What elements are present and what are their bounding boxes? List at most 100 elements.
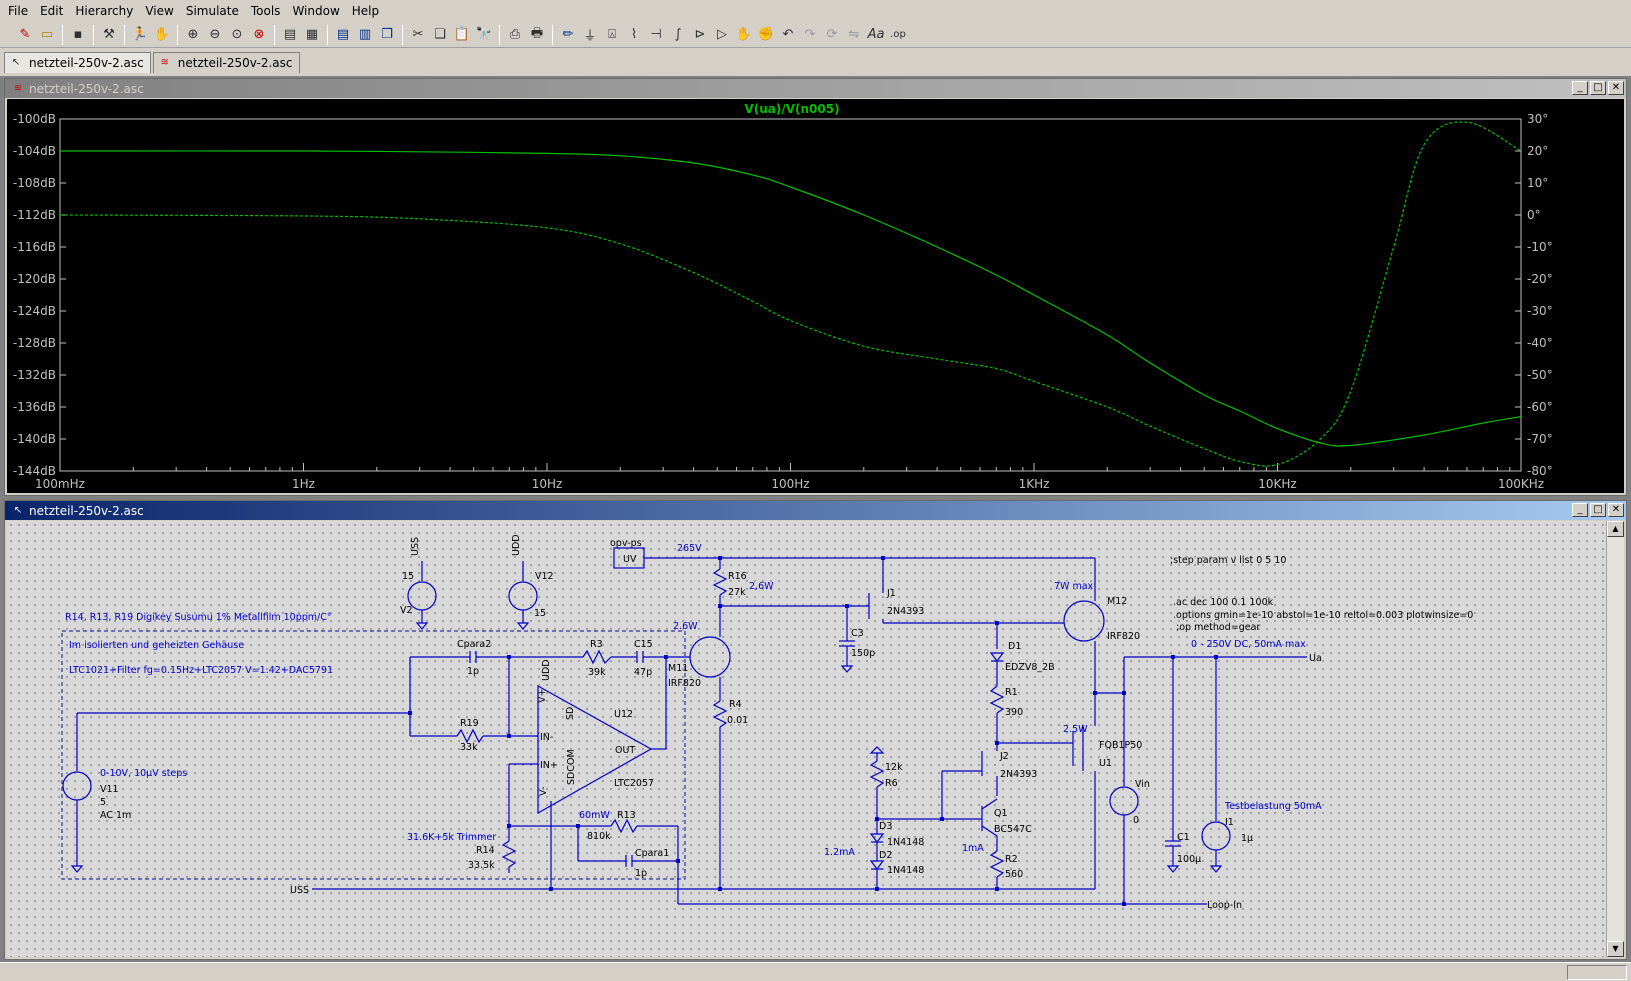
schematic-label[interactable]: opv-ps <box>610 538 642 549</box>
schematic-label[interactable]: U12 <box>614 709 633 720</box>
schematic-label[interactable]: 2.5W <box>1063 724 1088 735</box>
schematic-label[interactable]: R4 <box>729 699 742 710</box>
schematic-label[interactable]: FQB1P50 <box>1099 740 1142 751</box>
trace-label[interactable]: V(ua)/V(n005) <box>744 102 839 116</box>
autorange-icon[interactable]: ▤ <box>283 27 297 42</box>
inductor-icon[interactable]: ∫ <box>674 27 682 42</box>
ground-icon[interactable]: ⏚ <box>583 29 597 44</box>
schematic-label[interactable]: 2,6W <box>749 581 774 592</box>
schematic-label[interactable]: Q1 <box>994 808 1008 819</box>
schematic-label[interactable]: SDCOM <box>566 749 577 785</box>
schematic-label[interactable]: 12k <box>885 762 903 773</box>
menu-view[interactable]: View <box>145 4 174 18</box>
spice-directive-icon[interactable]: .op <box>890 29 906 40</box>
save-icon[interactable]: ▪ <box>73 27 83 42</box>
schematic-label[interactable]: 60mW <box>579 810 610 821</box>
menu-hierarchy[interactable]: Hierarchy <box>75 4 134 18</box>
schematic-label[interactable]: BC547C <box>994 824 1032 835</box>
print-icon[interactable]: 🖶 <box>530 25 544 41</box>
label-icon[interactable]: ⍓ <box>608 27 616 42</box>
wire-icon[interactable]: ✏ <box>562 27 574 42</box>
new-schematic-icon[interactable]: ✎ <box>19 27 31 42</box>
schematic-label[interactable]: C1 <box>1177 832 1190 843</box>
redo-icon[interactable]: ↷ <box>804 27 816 42</box>
schematic-label[interactable]: Ua <box>1309 653 1322 664</box>
diode-icon[interactable]: ⊳ <box>694 27 706 42</box>
schematic-label[interactable]: U1 <box>1099 758 1112 769</box>
schematic-label[interactable]: 33k <box>460 742 478 753</box>
copy-icon[interactable]: ❏ <box>434 27 446 42</box>
schematic-label[interactable]: V12 <box>535 571 554 582</box>
schematic-label[interactable]: 15 <box>402 571 414 582</box>
print-setup-icon[interactable]: ⎙ <box>509 27 521 42</box>
zoom-fit-icon[interactable]: ⊙ <box>231 27 243 42</box>
control-panel-icon[interactable]: ⚒ <box>103 27 115 42</box>
schematic-label[interactable]: R16 <box>728 571 747 582</box>
menu-file[interactable]: File <box>8 4 29 18</box>
resistor-icon[interactable]: ⌇ <box>630 27 638 42</box>
schematic-label[interactable]: R6 <box>885 778 898 789</box>
cascade-icon[interactable]: ❐ <box>381 27 393 42</box>
schematic-label[interactable]: USS <box>410 537 421 556</box>
minimize-button[interactable]: _ <box>1572 503 1588 517</box>
schematic-label[interactable]: D1 <box>1008 641 1021 652</box>
menu-window[interactable]: Window <box>292 4 340 18</box>
schematic-label[interactable]: Loop-In <box>1207 900 1242 911</box>
schematic-label[interactable]: R14 <box>476 845 495 856</box>
schematic-label[interactable]: 0 <box>1133 815 1139 826</box>
schematic-label[interactable]: 47p <box>634 667 652 678</box>
bode-plot[interactable]: V(ua)/V(n005) -100dB-104dB-108dB-112dB-1… <box>7 99 1626 495</box>
schematic-label[interactable]: 1N4148 <box>887 837 924 848</box>
trace-series-1[interactable] <box>59 121 1522 467</box>
close-button[interactable]: ✕ <box>1608 81 1624 95</box>
schematic-label[interactable]: J1 <box>886 588 896 599</box>
schematic-label[interactable]: IRF820 <box>1107 631 1140 642</box>
schematic-label[interactable]: V+ <box>537 689 548 703</box>
schematic-label[interactable]: LTC1021+Filter fg=0.15Hz+LTC2057 V=1.42+… <box>69 665 333 676</box>
menu-edit[interactable]: Edit <box>40 4 64 18</box>
paste-icon[interactable]: 📋 <box>453 27 471 42</box>
schematic-label[interactable]: Testbelastung 50mA <box>1224 801 1322 812</box>
schematic-label[interactable]: 2.6W <box>673 621 698 632</box>
schematic-label[interactable]: .options gmin=1e-10 abstol=1e-10 reltol=… <box>1173 610 1473 621</box>
find-icon[interactable]: 🔭 <box>475 27 493 42</box>
scroll-down-icon[interactable]: ▼ <box>1607 941 1624 957</box>
schematic-label[interactable]: I1 <box>1225 817 1234 828</box>
tab-waveform[interactable]: ≋ netzteil-250v-2.asc <box>152 52 300 73</box>
schematic-label[interactable]: 810k <box>587 831 611 842</box>
schematic-label[interactable]: 0-10V, 10µV steps <box>100 768 187 779</box>
close-button[interactable]: ✕ <box>1608 503 1624 517</box>
schematic-label[interactable]: R1 <box>1005 687 1018 698</box>
schematic-label[interactable]: 560 <box>1005 869 1023 880</box>
run-icon[interactable]: 🏃 <box>131 27 149 42</box>
schematic-label[interactable]: 2N4393 <box>1000 769 1037 780</box>
schematic-label[interactable]: LTC2057 <box>614 778 654 789</box>
capacitor-icon[interactable]: ⊣ <box>650 27 662 42</box>
schematic-label[interactable]: Cpara1 <box>635 848 669 859</box>
schematic-label[interactable]: IN- <box>540 732 553 743</box>
schematic-label[interactable]: Vin <box>1135 779 1150 790</box>
vertical-scrollbar[interactable]: ▲ ▼ <box>1606 521 1624 957</box>
menu-tools[interactable]: Tools <box>250 4 281 18</box>
schematic-label[interactable]: 390 <box>1005 707 1023 718</box>
schematic-label[interactable]: UDD <box>541 659 552 681</box>
schematic-label[interactable]: M11 <box>668 663 688 674</box>
tab-schematic[interactable]: ↖ netzteil-250v-2.asc <box>4 52 151 73</box>
zoom-out-icon[interactable]: ⊖ <box>209 27 221 42</box>
plot-pane[interactable]: V(ua)/V(n005) -100dB-104dB-108dB-112dB-1… <box>7 99 1624 493</box>
schematic-label[interactable]: R3 <box>590 639 603 650</box>
waveform-window-titlebar[interactable]: ≋ netzteil-250v-2.asc _ □ ✕ <box>5 79 1626 98</box>
schematic-label[interactable]: ;op method=gear <box>1176 622 1260 633</box>
schematic-label[interactable]: 27k <box>728 587 746 598</box>
menu-help[interactable]: Help <box>351 4 380 18</box>
schematic-label[interactable]: V- <box>538 787 549 796</box>
undo-icon[interactable]: ↶ <box>782 27 794 42</box>
schematic-label[interactable]: J2 <box>999 751 1009 762</box>
schematic-label[interactable]: 1p <box>467 666 479 677</box>
schematic-label[interactable]: 1mA <box>962 843 984 854</box>
schematic-label[interactable]: 31.6K+5k Trimmer <box>407 832 496 843</box>
schematic-label[interactable]: Im isolierten und geheizten Gehäuse <box>69 640 244 651</box>
schematic-label[interactable]: 15 <box>534 608 546 619</box>
schematic-label[interactable]: R14, R13, R19 Digikey Susumu 1% Metallfi… <box>65 612 332 623</box>
